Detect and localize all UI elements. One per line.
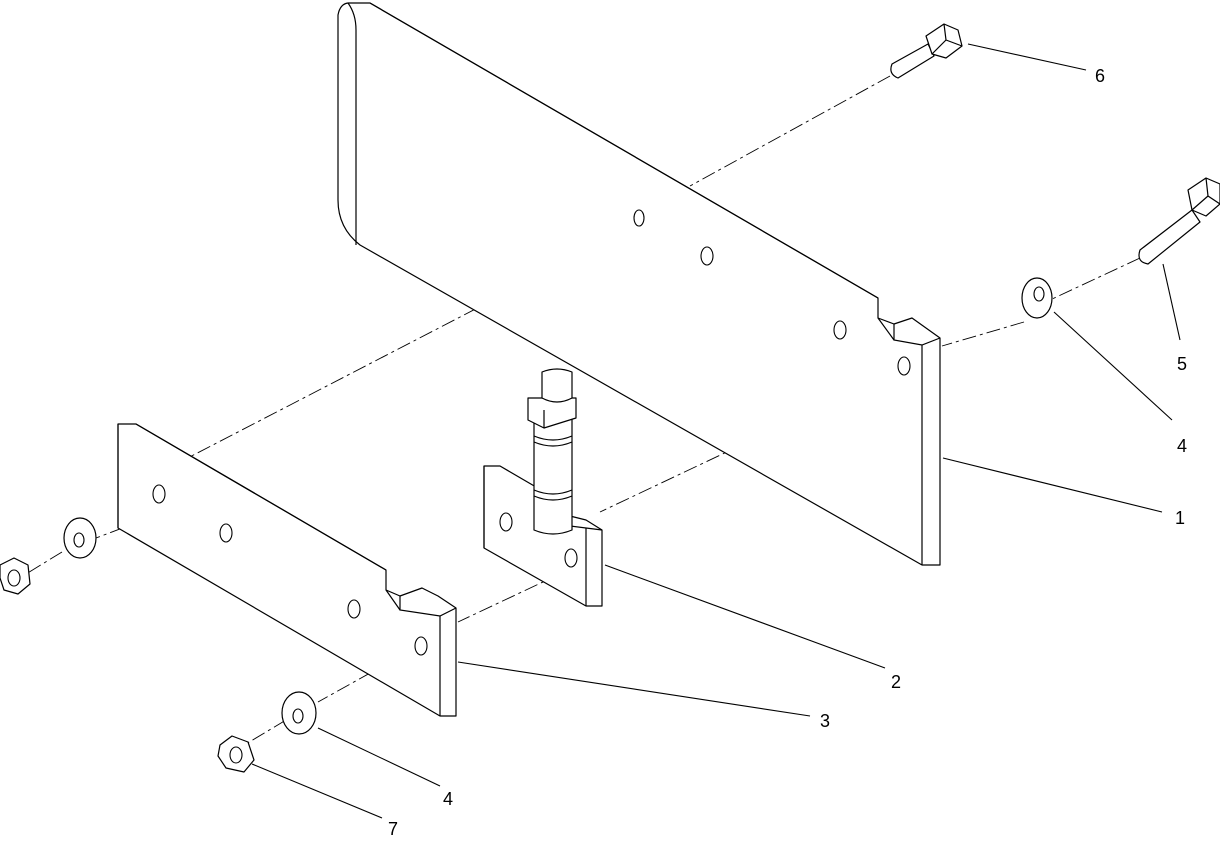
bar-hole [152,484,166,504]
bar-hole [414,636,428,656]
upper-bolt [890,23,963,79]
hex-nut-lower [217,735,255,773]
large-plate [337,2,941,566]
pivot-bracket [483,368,603,607]
callout-5: 5 [1177,354,1187,374]
clamp-bar [117,423,457,717]
bar-hole [347,599,361,619]
leader-lines [251,43,1181,819]
callout-4-lower: 4 [443,789,453,809]
pin-head [541,368,573,403]
washer-upper [1021,277,1053,319]
callouts: 6 5 4 1 2 3 4 7 [388,66,1187,839]
bar-hole [219,523,233,543]
callout-6: 6 [1095,66,1105,86]
right-bolt [1138,177,1220,265]
callout-7: 7 [388,819,398,839]
bracket-hole [499,512,513,532]
plate-hole [897,356,911,376]
plate-hole [833,320,847,340]
plate-hole [700,246,714,266]
bracket-hole [564,548,578,568]
callout-1: 1 [1175,508,1185,528]
plate-hole [633,209,645,227]
pin-shaft [533,407,573,535]
callout-4-upper: 4 [1177,436,1187,456]
washer-lower [281,691,317,735]
washer-left [63,517,97,559]
hex-nut-left [0,557,31,595]
callout-3: 3 [820,711,830,731]
callout-2: 2 [891,672,901,692]
